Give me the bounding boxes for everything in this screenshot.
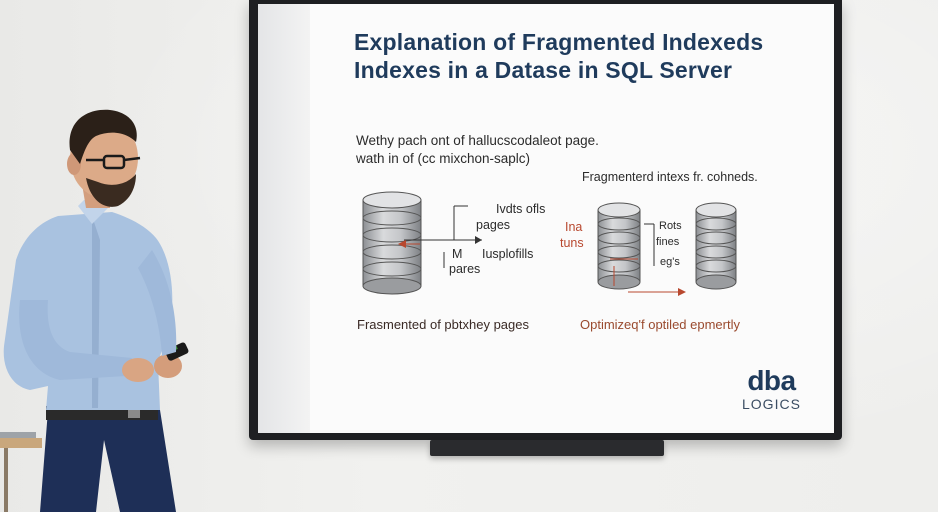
right-label-4: fines [656,236,680,248]
left-label-3: M [452,247,463,261]
hand [122,358,154,382]
slide-subtext-line-1: Wethy pach ont of hallucscodaleot page. [356,133,599,148]
logo-bottom-text: LOGICS [742,396,801,412]
hair [69,109,137,164]
glasses-icon [102,154,126,170]
dba-logics-logo: dba LOGICS [742,365,801,413]
database-diagram [362,191,737,296]
arrow-icon [610,223,686,296]
left-label-5: pares [449,262,481,276]
side-table [0,438,42,448]
database-icon [695,202,737,290]
caption-left: Frasmented of pbtxhey pages [357,317,529,332]
database-icon [597,202,641,290]
presentation-slide: Explanation of Fragmented Indexeds Index… [258,4,834,433]
trousers [40,410,176,512]
slide-subtext-line-2: wath in of (cc mixchon-saplc) [356,151,531,166]
database-icon [362,191,422,295]
caption-right: Optimizeq'f optiled epmertly [580,317,740,332]
left-label-1: Ivdts ofls [496,202,546,216]
slide-title-line-2: Indexes in a Datase in SQL Server [354,57,733,83]
slide-subtext: Wethy pach ont of hallucscodaleot page. … [356,132,599,168]
right-label-1: Ina [565,220,583,234]
left-label-4: Iusplofills [482,247,534,261]
logo-top-text: dba [747,365,796,396]
slide-title: Explanation of Fragmented Indexeds Index… [354,28,824,84]
right-label-3: Rots [659,220,682,232]
presentation-clicker-icon [165,342,189,361]
slide-title-line-1: Explanation of Fragmented Indexeds [354,29,764,55]
arrow-icon [398,205,482,268]
right-diagram-heading: Fragmenterd intexs fr. cohneds. [582,170,758,184]
left-label-2: pages [476,218,511,232]
slide-side-band [258,4,310,433]
right-label-2: tuns [560,236,584,250]
presenter-person [0,109,189,512]
screen-stand [430,440,664,456]
right-label-5: eg's [660,256,680,268]
